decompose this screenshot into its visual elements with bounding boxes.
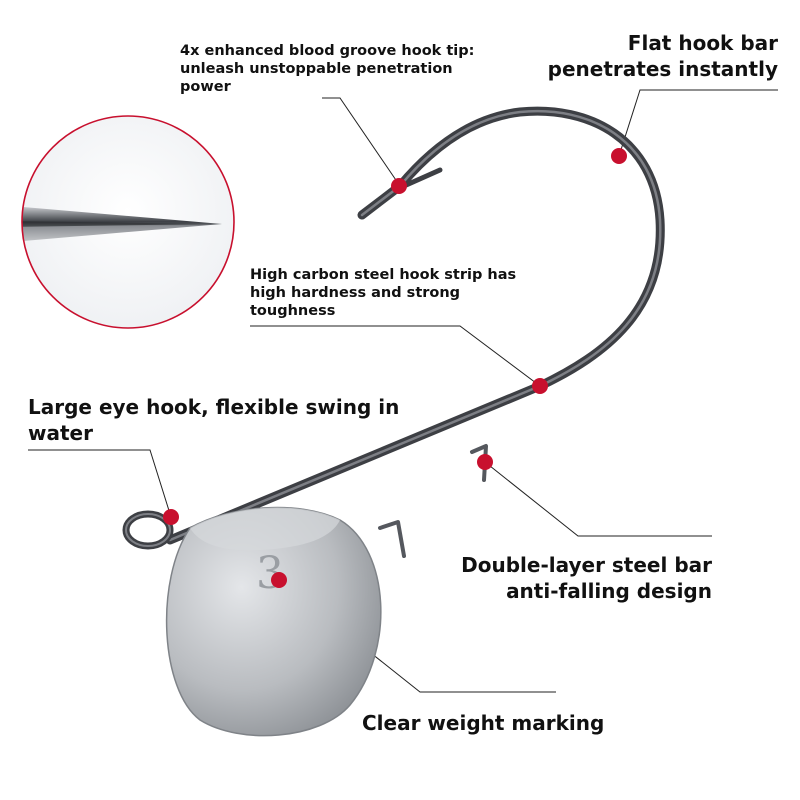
callout-flat-hook-bar: Flat hook bar penetrates instantly [548,30,778,82]
callout-line: Clear weight marking [362,711,605,735]
marker-double-bar [477,454,493,470]
marker-steel [532,378,548,394]
lead-jig-head: 3 [165,506,382,737]
callout-line: toughness [250,303,336,319]
magnified-tip-view [21,115,235,329]
callout-line: High carbon steel hook strip has [250,267,517,283]
magnifier-ring [21,115,235,329]
leader-line-tip [322,97,401,187]
callout-line: anti-falling design [506,579,712,603]
callout-line: Flat hook bar [627,31,778,55]
line-eye [122,510,174,550]
callout-double-layer-bar: Double-layer steel bar anti-falling desi… [461,552,712,604]
callout-line: water [28,421,93,445]
callout-line: Large eye hook, flexible swing in [28,395,400,419]
callout-line: unleash unstoppable penetration [180,61,453,77]
callout-line: high hardness and strong [250,285,461,301]
callout-line: Double-layer steel bar [461,553,712,577]
callout-line: power [180,79,231,95]
wire-keeper-lower [378,520,406,558]
callout-markers [163,148,627,588]
leader-line-eye [28,449,172,518]
marker-flat-bar [611,148,627,164]
leader-line-double-bar [484,461,712,537]
marker-tip [391,178,407,194]
callout-weight-marking: Clear weight marking [362,710,604,736]
callout-line: penetrates instantly [547,57,778,81]
callout-line: 4x enhanced blood groove hook tip: [180,43,475,59]
callout-high-carbon-steel: High carbon steel hook strip has high ha… [250,266,516,320]
marker-eye [163,509,179,525]
callout-blood-groove-tip: 4x enhanced blood groove hook tip: unlea… [180,42,474,96]
hook-wire [165,106,665,558]
barb [401,167,443,189]
marker-weight [271,572,287,588]
leader-line-steel [250,325,541,387]
leader-line-flat-bar [618,89,778,157]
callout-large-eye-hook: Large eye hook, flexible swing in water [28,394,399,446]
